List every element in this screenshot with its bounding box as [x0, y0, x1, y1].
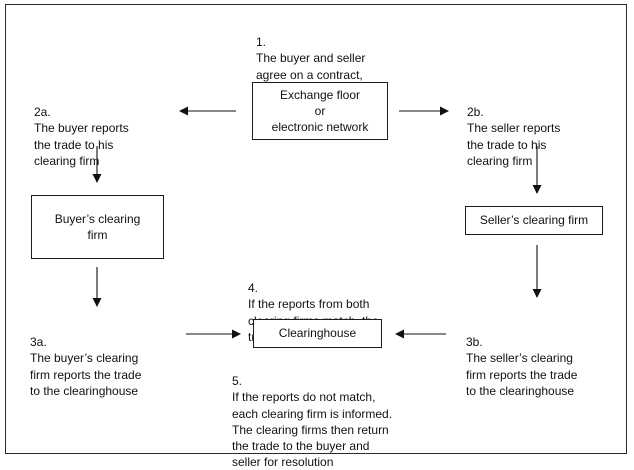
step-3b-number: 3b. [466, 335, 483, 350]
step-4-number: 4. [248, 281, 259, 296]
buyer-clearing-box: Buyer’s clearing firm [31, 195, 164, 259]
step-3b-text: 3b. The seller’s clearing firm reports t… [466, 318, 626, 399]
step-3a-text: 3a. The buyer’s clearing firm reports th… [30, 318, 190, 399]
step-2b-text: 2b. The seller reports the trade to his … [467, 88, 617, 169]
step-5-number: 5. [232, 374, 243, 389]
seller-clearing-label: Seller’s clearing firm [479, 213, 589, 228]
clearinghouse-box: Clearinghouse [253, 319, 382, 348]
step-2b-body: The seller reports the trade to his clea… [467, 121, 561, 168]
step-2a-number: 2a. [34, 105, 51, 120]
buyer-clearing-label: Buyer’s clearing firm [54, 211, 141, 242]
seller-clearing-box: Seller’s clearing firm [465, 206, 603, 235]
step-3b-body: The seller’s clearing firm reports the t… [466, 351, 578, 398]
step-2a-body: The buyer reports the trade to his clear… [34, 121, 129, 168]
step-1-number: 1. [256, 35, 267, 50]
step-3a-number: 3a. [30, 335, 47, 350]
exchange-box-label: Exchange floor or electronic network [271, 87, 369, 135]
clearinghouse-label: Clearinghouse [278, 326, 357, 341]
step-3a-body: The buyer’s clearing firm reports the tr… [30, 351, 142, 398]
step-2b-number: 2b. [467, 105, 484, 120]
step-2a-text: 2a. The buyer reports the trade to his c… [34, 88, 184, 169]
exchange-box: Exchange floor or electronic network [252, 82, 388, 140]
